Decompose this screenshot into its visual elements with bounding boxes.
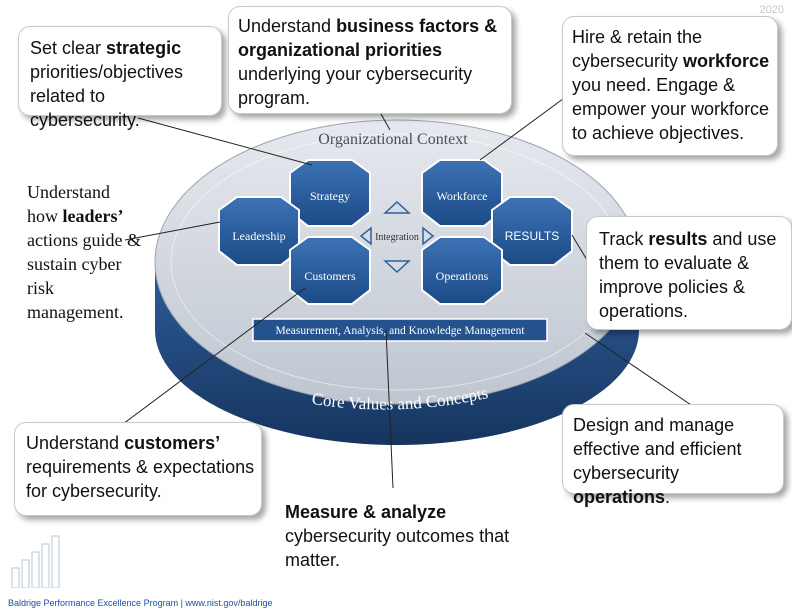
year-label: 2020 xyxy=(759,4,784,16)
callout-results: Track results and use them to evaluate &… xyxy=(586,216,792,330)
footer-text: Baldrige Performance Excellence Program … xyxy=(8,598,273,608)
hex-strategy: Strategy xyxy=(289,159,371,227)
svg-text:Customers: Customers xyxy=(304,269,356,283)
callout-strategic-priorities: Set clear strategic priorities/objective… xyxy=(18,26,222,130)
integration-arrow-left xyxy=(359,226,372,246)
integration-label: Integration xyxy=(375,232,419,243)
integration-arrow-right xyxy=(422,226,435,246)
hex-workforce: Workforce xyxy=(421,159,503,227)
callout-operations: Design and manage effective and efficien… xyxy=(562,404,784,507)
measurement-label: Measurement, Analysis, and Knowledge Man… xyxy=(275,325,525,337)
callout-business-factors: Understand business factors & organizati… xyxy=(228,6,512,114)
hex-operations: Operations xyxy=(421,236,503,305)
hex-results: RESULTS xyxy=(491,196,573,266)
integration-arrow-down xyxy=(383,260,411,274)
hex-customers: Customers xyxy=(289,236,371,305)
hex-leadership: Leadership xyxy=(218,196,300,266)
organizational-context-label: Organizational Context xyxy=(318,131,468,148)
callout-customers: Understand customers’ requirements & exp… xyxy=(14,422,262,516)
svg-text:RESULTS: RESULTS xyxy=(505,229,559,243)
integration-arrow-up xyxy=(383,200,411,214)
decorative-bars xyxy=(11,535,60,588)
svg-text:Operations: Operations xyxy=(436,269,489,283)
callout-leaders: Understand how leaders’ actions guide & … xyxy=(27,182,141,322)
callout-workforce: Hire & retain the cybersecurity workforc… xyxy=(562,16,778,156)
svg-text:Leadership: Leadership xyxy=(232,229,285,243)
callout-measure-analyze: Measure & analyze cybersecurity outcomes… xyxy=(285,502,510,570)
svg-text:Strategy: Strategy xyxy=(310,189,350,203)
svg-text:Workforce: Workforce xyxy=(436,189,487,203)
measurement-bar xyxy=(252,318,548,342)
